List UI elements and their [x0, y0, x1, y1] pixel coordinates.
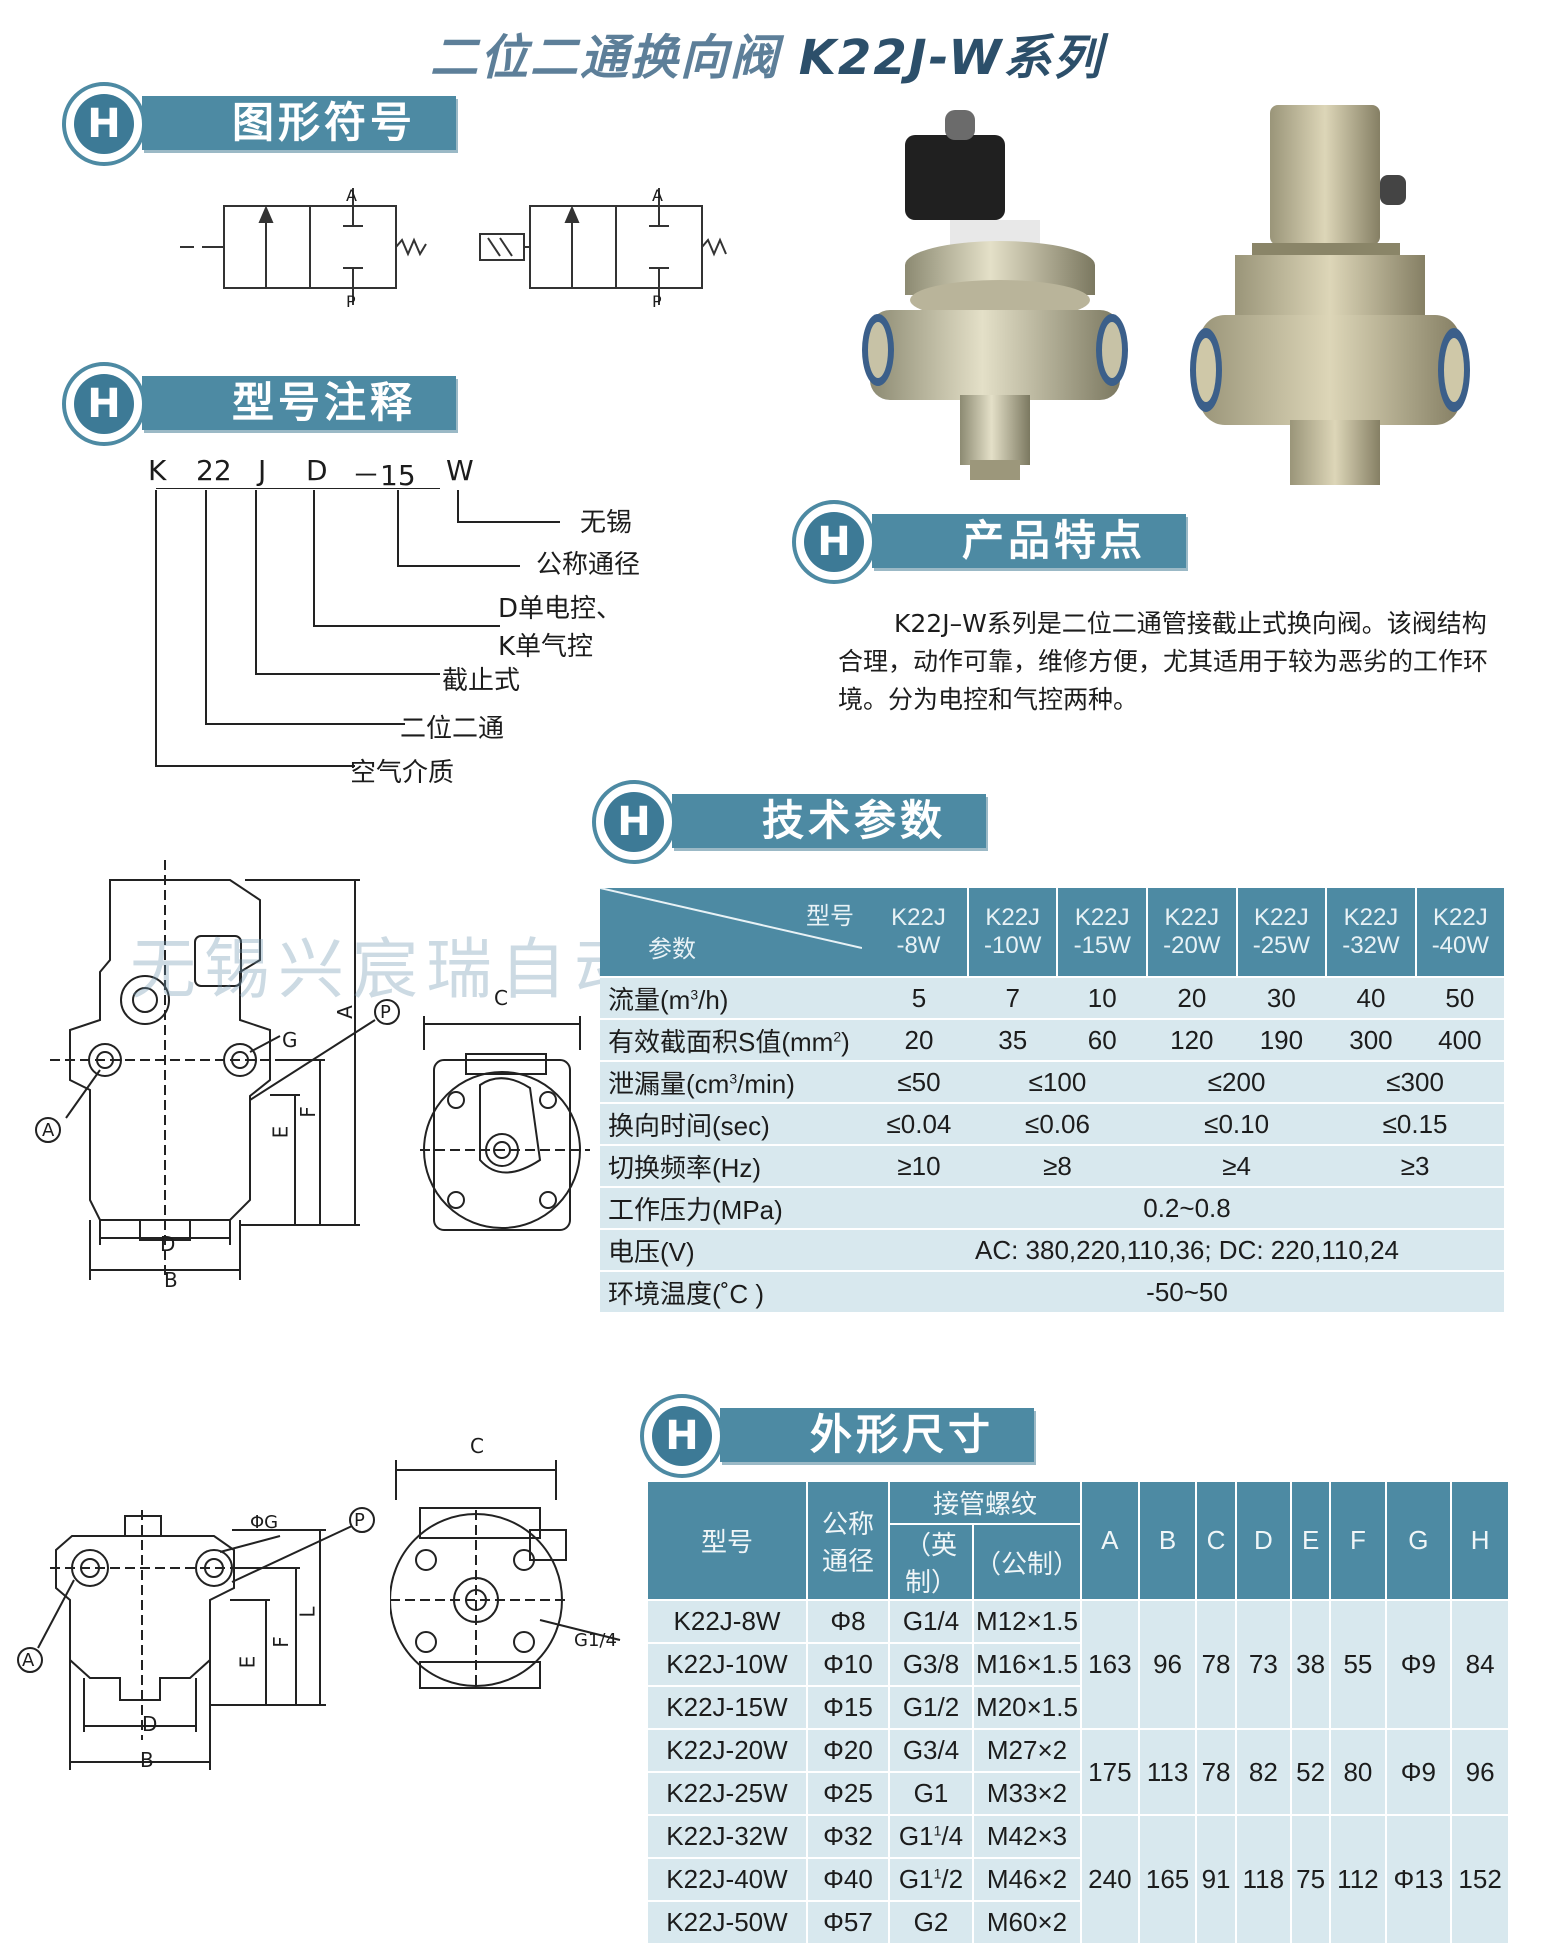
product-photos [862, 105, 1470, 485]
dim-label-e: E [235, 1655, 260, 1669]
section-title: 产品特点 [872, 514, 1187, 568]
model-header: K22J-8W [870, 888, 969, 978]
model-code-w: W [446, 454, 474, 487]
table-row: 换向时间(sec) ≤0.04≤0.06≤0.10≤0.15 [600, 1103, 1504, 1146]
symbol-label-p: P [346, 292, 356, 311]
table-row: 工作压力(MPa) 0.2~0.8 [600, 1187, 1504, 1230]
valve-side-view-drawing [420, 1016, 590, 1231]
row-label: 环境温度(˚C ) [600, 1271, 870, 1314]
table-row: 环境温度(˚C ) -50~50 [600, 1271, 1504, 1314]
features-line-3: 境。分为电控和气控两种。 [838, 685, 1139, 714]
dim-label-phig: ΦG [250, 1512, 279, 1533]
dim-label-e: E [268, 1125, 293, 1139]
dim-label-g: G [282, 1028, 298, 1052]
page-title: 二位二通换向阀 K22J-W系列 [430, 18, 1190, 88]
dimensions-table: 型号 公称通径 接管螺纹 A B C D E F G H （英制） （公制） K… [646, 1480, 1510, 1945]
model-header: K22J-20W [1147, 888, 1238, 978]
valve-front-view-drawing-2 [17, 1507, 375, 1770]
tech-parameters-table: 型号 参数 K22J-8W K22J-10W K22J-15W K22J-20W… [600, 888, 1504, 1314]
valve-photo-electric [862, 110, 1128, 480]
model-header: K22J-25W [1236, 888, 1328, 978]
valve-side-view-drawing-2 [390, 1460, 621, 1690]
table-row: 电压(V) AC: 380,220,110,36; DC: 220,110,24 [600, 1229, 1504, 1272]
model-note-15: 公称通径 [536, 550, 641, 580]
model-code-15: －15 [352, 459, 416, 492]
dim-label-d: D [160, 1232, 176, 1256]
row-label: 流量(m3/h) [600, 977, 870, 1020]
port-label-p: P [380, 1002, 391, 1023]
logo-icon: H [792, 500, 876, 584]
dim-label-d: D [142, 1712, 158, 1736]
dim-label-b: B [164, 1268, 178, 1292]
model-code-d: D [306, 454, 328, 487]
row-label: 泄漏量(cm3/min) [600, 1061, 870, 1104]
model-header: K22J-15W [1057, 888, 1149, 978]
port-label-p: P [354, 1510, 365, 1531]
symbol-label-p: P [652, 292, 662, 311]
model-header: K22J-40W [1415, 888, 1504, 978]
model-note-d2: K单气控 [498, 632, 594, 662]
dim-label-f: F [268, 1636, 293, 1648]
table-row: 泄漏量(cm3/min) ≤50≤100≤200≤300 [600, 1061, 1504, 1104]
model-note-w: 无锡 [580, 508, 633, 538]
model-note-22: 二位二通 [400, 714, 505, 744]
valve-front-view-drawing [35, 860, 400, 1280]
symbol-label-a: A [652, 186, 663, 205]
model-note-j: 截止式 [442, 666, 521, 696]
section-title: 型号注释 [142, 376, 457, 430]
features-line-1: K22J–W系列是二位二通管接截止式换向阀。该阀结构 [894, 609, 1487, 638]
title-main: 二位二通换向阀 [430, 30, 781, 86]
row-label: 电压(V) [600, 1229, 870, 1272]
dim-label-c: C [470, 1434, 484, 1458]
logo-icon: H [592, 780, 676, 864]
model-code-j: J [258, 454, 267, 487]
section-title: 图形符号 [142, 96, 457, 150]
model-note-k: 空气介质 [350, 758, 455, 788]
title-series: K22J-W系列 [798, 30, 1104, 86]
logo-icon: H [640, 1394, 724, 1478]
symbol-label-a: A [346, 186, 357, 205]
valve-photo-pneumatic [1190, 105, 1470, 485]
section-title: 技术参数 [672, 794, 987, 848]
row-label: 工作压力(MPa) [600, 1187, 870, 1230]
table-row: 切换频率(Hz) ≥10≥8≥4≥3 [600, 1145, 1504, 1188]
port-label-a: A [42, 1120, 55, 1141]
model-header: K22J-10W [967, 888, 1059, 978]
valve-symbol-diagram [180, 188, 727, 305]
logo-icon: H [62, 362, 146, 446]
port-label-a: A [22, 1650, 35, 1671]
model-leader-lines [155, 488, 560, 767]
model-code-22: 22 [196, 454, 232, 487]
dim-label-l: L [295, 1606, 320, 1618]
model-note-d1: D单电控、 [498, 594, 623, 624]
section-title: 外形尺寸 [720, 1408, 1035, 1462]
row-label: 切换频率(Hz) [600, 1145, 870, 1188]
dim-label-c: C [494, 986, 508, 1010]
table-corner: 型号 参数 [600, 888, 870, 978]
dim-label-b: B [140, 1748, 154, 1772]
row-label: 换向时间(sec) [600, 1103, 870, 1146]
model-code-k: K [148, 454, 167, 487]
row-label: 有效截面积S值(mm2) [600, 1019, 870, 1062]
features-line-2: 合理，动作可靠，维修方便，尤其适用于较为恶劣的工作环 [838, 647, 1489, 676]
dim-label-f: F [295, 1106, 320, 1118]
logo-icon: H [62, 82, 146, 166]
model-header: K22J-32W [1326, 888, 1417, 978]
thread-label: G1/4 [574, 1630, 617, 1651]
